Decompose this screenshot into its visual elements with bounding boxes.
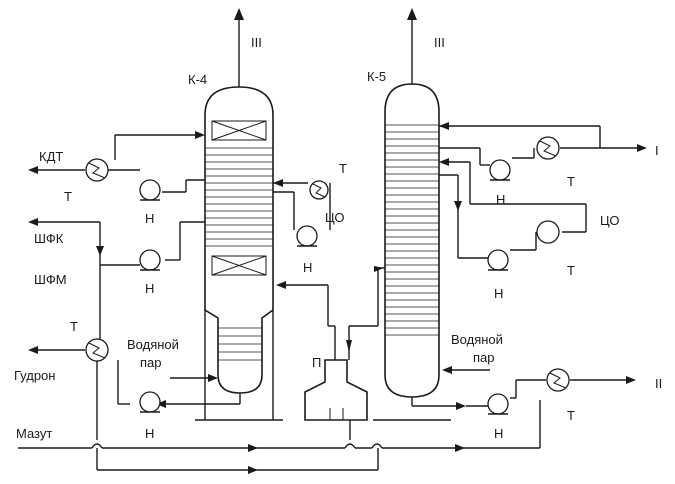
heat-exchanger-kdt — [85, 158, 109, 182]
k4-co-label: ЦО — [325, 210, 344, 225]
pump-shfk-label: Н — [145, 281, 154, 296]
shfm-label: ШФМ — [34, 272, 67, 287]
k4-steam-label-1: Водяной — [127, 337, 179, 352]
pump-stream-ii — [487, 393, 509, 415]
pump-k5-co-label: Н — [494, 286, 503, 301]
k4-packing-bottom — [211, 255, 267, 276]
k5-steam-label-1: Водяной — [451, 332, 503, 347]
furnace — [304, 340, 368, 421]
k5-feed-line — [348, 266, 385, 340]
k5-co-label: ЦО — [600, 213, 619, 228]
shfk-line — [28, 218, 205, 340]
kdt-label: КДТ — [39, 149, 63, 164]
k5-overhead-label: III — [434, 35, 445, 50]
heat-exchanger-k5-co — [536, 220, 560, 244]
k4-label: К-4 — [188, 72, 207, 87]
k5-co-exchanger-label: Т — [567, 263, 575, 278]
pump-k4-co — [296, 225, 318, 247]
k5-steam-label-2: пар — [473, 350, 495, 365]
mazut-label: Мазут — [16, 426, 52, 441]
gudron-label: Гудрон — [14, 368, 55, 383]
pump-gudron-label: Н — [145, 426, 154, 441]
kdt-exchanger-label: Т — [64, 189, 72, 204]
stream-ii-exchanger-label: Т — [567, 408, 575, 423]
k4-trays-upper — [205, 147, 273, 247]
k5-steam-line — [442, 366, 490, 374]
k5-overhead-line — [407, 8, 417, 84]
gudron-exchanger-label: Т — [70, 319, 78, 334]
pump-stream-ii-label: Н — [494, 426, 503, 441]
k5-label: К-5 — [367, 69, 386, 84]
heat-exchanger-gudron — [85, 338, 109, 362]
k4-steam-line — [170, 374, 218, 382]
k4-co-exchanger-label: Т — [339, 161, 347, 176]
pump-gudron — [139, 391, 161, 413]
gudron-line — [28, 346, 241, 408]
pump-stream-i — [489, 159, 511, 181]
pump-k5-co — [487, 249, 509, 271]
k5-stream-i-line — [439, 122, 647, 166]
mazut-feed-line — [18, 361, 541, 474]
heat-exchanger-stream-i — [536, 136, 560, 160]
stream-i-label: I — [655, 143, 659, 158]
column-k5 — [373, 83, 451, 421]
k5-trays — [385, 124, 439, 336]
shfk-label: ШФК — [34, 231, 64, 246]
k4-overhead-label: III — [251, 35, 262, 50]
pump-shfk — [139, 249, 161, 271]
column-k4 — [195, 86, 283, 421]
k4-packing-top — [211, 120, 267, 141]
kdt-line — [28, 131, 205, 174]
stream-ii-label: II — [655, 376, 662, 391]
pump-kdt-label: Н — [145, 211, 154, 226]
pump-k4-co-label: Н — [303, 260, 312, 275]
pump-kdt — [139, 179, 161, 201]
k5-circulating-reflux — [439, 158, 587, 259]
k4-steam-label-2: пар — [140, 355, 162, 370]
pump-stream-i-label: Н — [496, 192, 505, 207]
furnace-label: П — [312, 355, 321, 370]
heat-exchanger-stream-ii — [546, 368, 570, 392]
k5-stream-ii-line — [411, 376, 636, 410]
k4-overhead-line — [234, 8, 244, 87]
k4-circulating-reflux — [273, 179, 331, 230]
heat-exchanger-k4-co — [309, 180, 329, 200]
k4-trays-lower — [218, 327, 262, 361]
stream-i-exchanger-label: Т — [567, 174, 575, 189]
